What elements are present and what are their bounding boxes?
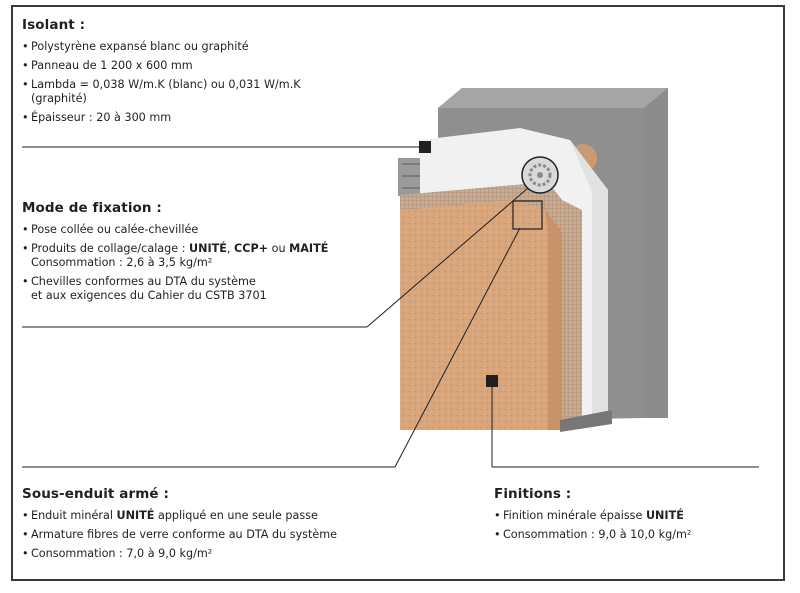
product-ccp: CCP+: [234, 242, 269, 255]
finitions-marker: [486, 375, 498, 387]
isolant-item: Épaisseur : 20 à 300 mm: [22, 111, 342, 125]
product-unite: UNITÉ: [189, 242, 227, 255]
isolant-item: Panneau de 1 200 x 600 mm: [22, 59, 342, 73]
isolant-title: Isolant :: [22, 17, 86, 33]
product-maite: MAITÉ: [289, 242, 329, 255]
mesh-callout-box: [512, 200, 543, 230]
insulation-board-side: [570, 140, 608, 420]
fixation-list: Pose collée ou calée-chevillée Produits …: [22, 223, 382, 303]
bottom-trim: [560, 410, 612, 432]
sous-enduit-item: Consommation : 7,0 à 9,0 kg/m²: [22, 547, 422, 561]
fixation-item: Pose collée ou calée-chevillée: [22, 223, 382, 237]
anchor-dowel-ring: [528, 163, 552, 187]
render-layer: [400, 200, 562, 430]
sous-enduit-leader-diag: [394, 227, 521, 468]
fixation-leader-diag: [366, 187, 529, 328]
fixation-section: Mode de fixation : Pose collée ou calée-…: [22, 200, 382, 308]
sous-enduit-item: Enduit minéral UNITÉ appliqué en une seu…: [22, 509, 422, 523]
finitions-list: Finition minérale épaisse UNITÉ Consomma…: [494, 509, 774, 542]
finitions-item: Finition minérale épaisse UNITÉ: [494, 509, 774, 523]
sous-enduit-title: Sous-enduit armé :: [22, 486, 169, 502]
isolant-list: Polystyrène expansé blanc ou graphité Pa…: [22, 40, 342, 125]
finitions-section: Finitions : Finition minérale épaisse UN…: [494, 486, 774, 547]
render-layer-side: [545, 210, 562, 430]
sous-enduit-list: Enduit minéral UNITÉ appliqué en une seu…: [22, 509, 422, 561]
sous-enduit-section: Sous-enduit armé : Enduit minéral UNITÉ …: [22, 486, 422, 566]
finitions-item: Consommation : 9,0 à 10,0 kg/m²: [494, 528, 774, 542]
isolant-item: Lambda = 0,038 W/m.K (blanc) ou 0,031 W/…: [22, 78, 342, 106]
fixation-title: Mode de fixation :: [22, 200, 162, 216]
frame-border: [11, 5, 785, 581]
fixation-item: Chevilles conformes au DTA du système et…: [22, 275, 382, 303]
fixation-item: Produits de collage/calage : UNITÉ, CCP+…: [22, 242, 382, 270]
isolant-section: Isolant : Polystyrène expansé blanc ou g…: [22, 17, 342, 130]
isolant-marker: [419, 141, 431, 153]
anchor-dowel-center: [537, 172, 543, 178]
isolant-item: Polystyrène expansé blanc ou graphité: [22, 40, 342, 54]
finitions-title: Finitions :: [494, 486, 572, 502]
concrete-wall-top: [438, 88, 668, 108]
sous-enduit-item: Armature fibres de verre conforme au DTA…: [22, 528, 422, 542]
